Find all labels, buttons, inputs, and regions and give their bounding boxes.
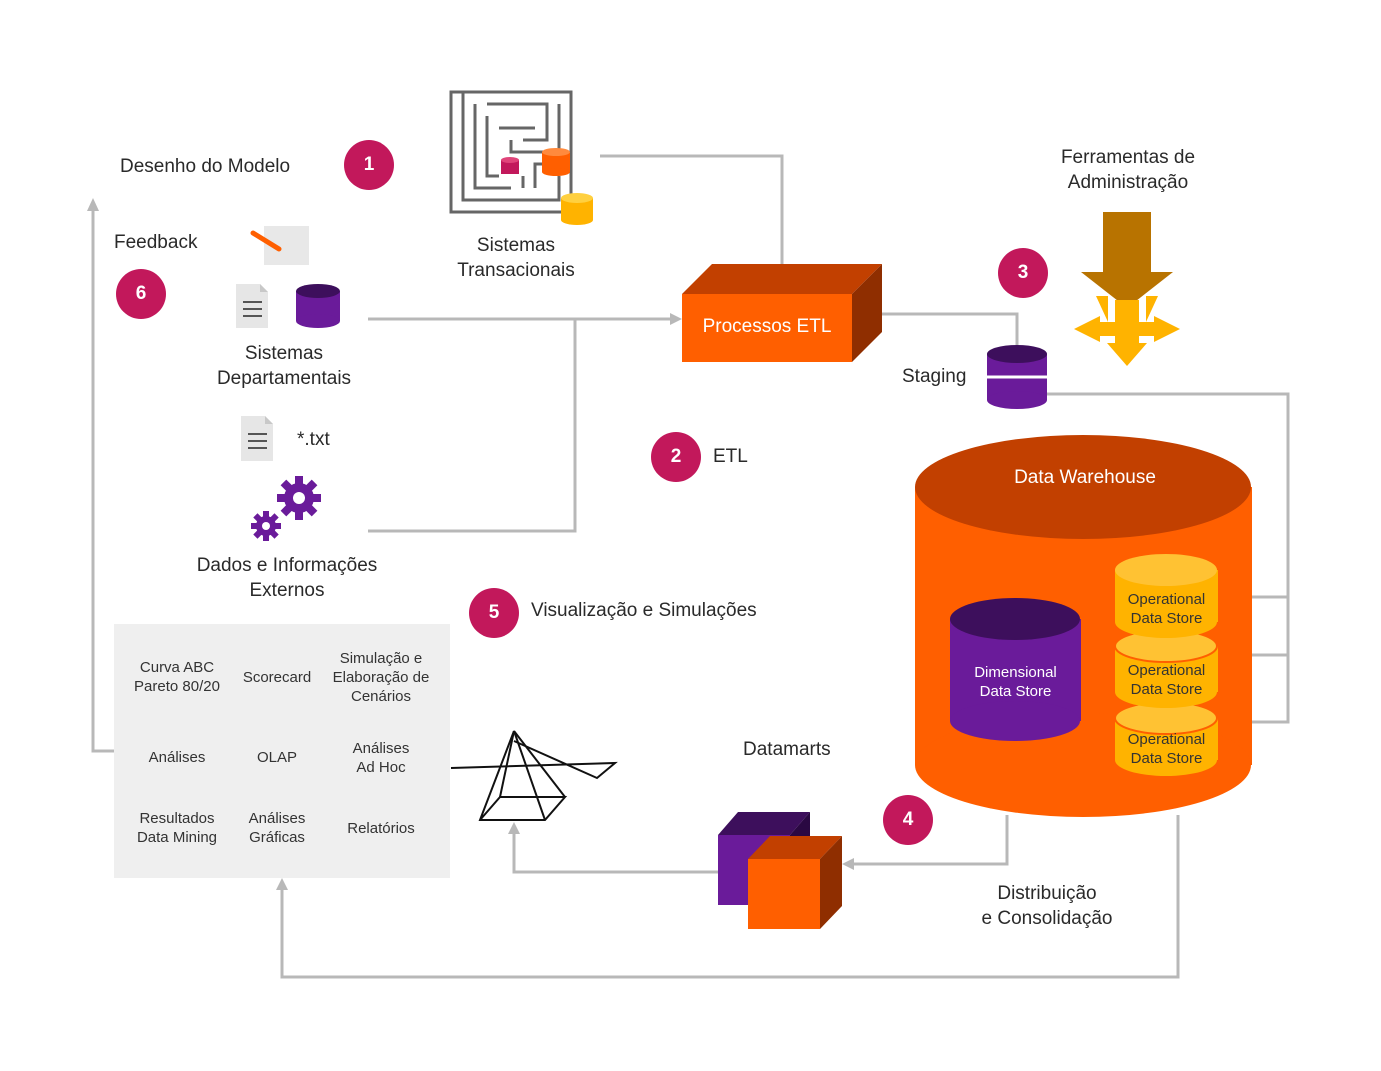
tool-scorecard: Scorecard bbox=[242, 669, 312, 686]
connector-dw-tools bbox=[280, 815, 1180, 979]
label-staging: Staging bbox=[902, 366, 967, 387]
label-dados-externos: Dados e Informações Externos bbox=[196, 555, 378, 601]
etl-box bbox=[682, 264, 882, 362]
arrow-feedback-up bbox=[87, 198, 99, 211]
connector-feedback bbox=[91, 210, 114, 753]
label-data-warehouse: Data Warehouse bbox=[1014, 467, 1156, 488]
connector-staging-dw bbox=[1046, 392, 1290, 724]
ods-cylinder-1 bbox=[1115, 554, 1218, 638]
gears-icon bbox=[251, 476, 321, 541]
connectors bbox=[91, 154, 1290, 979]
down-arrow-icon bbox=[1074, 212, 1180, 366]
label-visualizacao: Visualização e Simulações bbox=[531, 600, 757, 621]
step-badge-1: 1 bbox=[344, 140, 394, 190]
tool-olap: OLAP bbox=[256, 749, 298, 766]
arrow-into-viz bbox=[508, 822, 520, 834]
label-ods-2: Operational Data Store bbox=[1127, 662, 1206, 698]
arrowheads bbox=[87, 198, 854, 890]
arrow-into-tools bbox=[276, 878, 288, 890]
connector-dw-datamarts bbox=[852, 815, 1009, 866]
label-feedback: Feedback bbox=[114, 232, 198, 253]
label-txt: *.txt bbox=[297, 429, 330, 450]
step-badge-6: 6 bbox=[116, 269, 166, 319]
label-etl: ETL bbox=[713, 446, 748, 467]
label-sistemas-transacionais: Sistemas Transacionais bbox=[457, 235, 575, 281]
step-badge-2: 2 bbox=[651, 432, 701, 482]
arrow-into-etl bbox=[670, 313, 682, 325]
connector-datamarts-viz bbox=[512, 832, 718, 874]
database-icon bbox=[296, 284, 340, 328]
connector-transacionais-etl bbox=[600, 154, 784, 265]
connector-externos-etl bbox=[368, 319, 577, 533]
label-ferramentas-admin: Ferramentas de Administração bbox=[1060, 147, 1196, 193]
step-badge-5: 5 bbox=[469, 588, 519, 638]
connector-etl-staging bbox=[882, 312, 1019, 350]
ods-cylinder-3 bbox=[1114, 701, 1218, 776]
maze-db-orange bbox=[542, 148, 570, 176]
step-badge-3: 3 bbox=[998, 248, 1048, 298]
maze-db-red bbox=[501, 157, 519, 174]
label-desenho-modelo: Desenho do Modelo bbox=[120, 156, 291, 177]
dimensional-store-cylinder bbox=[950, 598, 1081, 741]
label-datamarts: Datamarts bbox=[743, 739, 831, 760]
tool-analises: Análises bbox=[148, 749, 206, 766]
pyramid-icon bbox=[450, 730, 618, 821]
pencil-icon bbox=[250, 226, 309, 265]
label-distribuicao: Distribuição e Consolidação bbox=[981, 883, 1113, 929]
staging-database-icon bbox=[987, 345, 1047, 409]
label-processos-etl: Processos ETL bbox=[702, 316, 832, 337]
arrow-into-datamarts bbox=[842, 858, 854, 870]
operational-store-cylinders bbox=[1114, 554, 1218, 776]
document-icon bbox=[236, 284, 268, 328]
label-dimensional-store: Dimensional Data Store bbox=[974, 664, 1057, 700]
label-sistemas-departamentais: Sistemas Departamentais bbox=[216, 343, 352, 389]
step-badge-4: 4 bbox=[883, 795, 933, 845]
cube-icon-orange bbox=[748, 836, 842, 929]
label-ods-1: Operational Data Store bbox=[1127, 591, 1206, 627]
document-txt-icon bbox=[241, 416, 273, 461]
maze-db-yellow bbox=[561, 193, 593, 225]
tool-relatorios: Relatórios bbox=[347, 820, 415, 837]
label-ods-3: Operational Data Store bbox=[1127, 731, 1206, 767]
